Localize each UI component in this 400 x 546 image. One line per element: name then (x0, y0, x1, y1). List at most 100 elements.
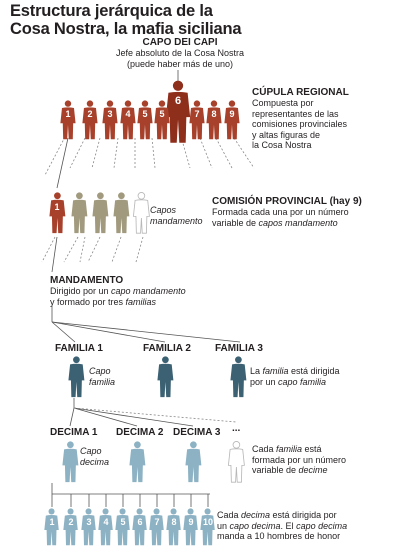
hombre-de-honor-figure (132, 508, 148, 546)
comision-block: COMISIÓN PROVINCIAL (hay 9) Formada cada… (212, 196, 397, 228)
connector-line (215, 137, 233, 169)
capo-mandamento-figure (49, 192, 65, 234)
hombre-de-honor-figure (183, 508, 199, 546)
title-line-1: Estructura jerárquica de la (10, 2, 213, 20)
comision-line-2: variable de capos mandamento (212, 217, 338, 228)
cupula-member-figure (120, 100, 136, 140)
connector-line (91, 137, 101, 169)
connector-line (69, 407, 75, 427)
figure-number: 4 (103, 516, 109, 527)
connector-line (44, 136, 66, 176)
connector-line (233, 137, 255, 169)
capo-familia-figure (157, 356, 173, 398)
capo-decima-figure (185, 441, 201, 483)
familia-2-label: FAMILIA 2 (143, 343, 191, 354)
capo-dei-capi-line-2: (puede haber más de uno) (126, 58, 234, 69)
capo-dei-capi-line-1: Jefe absoluto de la Cosa Nostra (115, 48, 245, 58)
capo-familia-figure (68, 356, 84, 398)
connector-line (87, 236, 101, 263)
connector-line (135, 236, 144, 263)
familia-3-label: FAMILIA 3 (215, 343, 263, 354)
capo-decima-label: Capo decima (80, 446, 110, 467)
decima-description: Cada familia está formada por un número … (252, 444, 347, 475)
capo-mandamento-figure (71, 192, 87, 234)
figure-number: 1 (65, 109, 71, 120)
familia-1-label: FAMILIA 1 (55, 343, 103, 354)
figure-number: 1 (54, 201, 60, 212)
mandamento-heading: MANDAMENTO (50, 275, 124, 286)
hombres-description: Cada decima está dirigida por un capo de… (217, 510, 348, 541)
connector-line (69, 137, 86, 169)
connector-line (56, 137, 69, 189)
hombre-de-honor-figure (149, 508, 165, 546)
figure-number: 8 (211, 109, 217, 120)
figure-number: 5 (120, 516, 126, 527)
cupula-member-figure (102, 100, 118, 140)
connector-line (41, 236, 56, 263)
mandamento-line-1: Dirigido por un capo mandamento (50, 286, 186, 296)
figure-number: 6 (137, 516, 143, 527)
figure-number: 6 (174, 94, 182, 107)
capo-mandamento-outline-figure (132, 192, 150, 234)
cupula-member-figure (224, 100, 240, 140)
figure-number: 4 (125, 109, 131, 120)
figure-number: 9 (188, 516, 194, 527)
cupula-line-4: y altas figuras de (252, 129, 321, 140)
hombre-de-honor-figure (200, 508, 216, 546)
figure-number: 5 (142, 109, 148, 120)
cupula-heading: CÚPULA REGIONAL (252, 87, 349, 98)
connector-line (113, 137, 119, 169)
connector-line (51, 321, 241, 343)
connector-line (79, 236, 86, 263)
capo-decima-figure (62, 441, 78, 483)
title-line-2: Cosa Nostra, la mafia siciliana (10, 20, 242, 38)
decima-2-label: DECIMA 2 (116, 427, 164, 438)
capo-decima-figure (129, 441, 145, 483)
figure-number: 5 (159, 109, 165, 120)
page-title: Estructura jerárquica de la Cosa Nostra,… (10, 2, 242, 38)
decima-3-label: DECIMA 3 (173, 427, 221, 438)
figure-number: 1 (49, 516, 55, 527)
hombre-de-honor-figure (63, 508, 79, 546)
hombre-de-honor-figure (98, 508, 114, 546)
figure-number: 3 (86, 516, 92, 527)
comision-line-1: Formada cada una por un número (212, 207, 349, 217)
figure-number: 2 (87, 109, 93, 120)
capo-dei-capi-figure (165, 80, 191, 143)
familia-description: La familia está dirigida por un capo fam… (250, 366, 340, 387)
capo-mandamento-figure (92, 192, 108, 234)
cupula-line-3: comisiones provinciales (252, 119, 348, 129)
figure-number: 7 (194, 109, 200, 120)
connector-line (151, 137, 156, 169)
cupula-member-figure (189, 100, 205, 140)
capo-decima-outline-figure (227, 441, 245, 483)
figure-number: 9 (229, 109, 235, 120)
decima-more-label: ... (232, 423, 241, 434)
mandamento-line-2: y formado por tres familias (50, 296, 157, 307)
capo-familia-label: Capo familia (89, 366, 116, 387)
decima-1-label: DECIMA 1 (50, 427, 98, 438)
connector-line (111, 236, 122, 263)
figure-number: 8 (171, 516, 177, 527)
connector-line (181, 139, 191, 169)
capo-mandamento-figure (113, 192, 129, 234)
cupula-member-figure (206, 100, 222, 140)
cupula-block: CÚPULA REGIONAL Compuesta por representa… (252, 87, 397, 151)
figure-number: 3 (107, 109, 113, 120)
connector-line (63, 236, 79, 263)
connector-line (199, 137, 213, 169)
cupula-line-2: representantes de las (252, 108, 339, 119)
cupula-member-figure (154, 100, 170, 140)
cupula-line-5: la Cosa Nostra (252, 140, 312, 150)
connector-line (73, 407, 138, 427)
cupula-member-figure (82, 100, 98, 140)
figure-number: 7 (154, 516, 160, 527)
capo-dei-capi-block: CAPO DEI CAPI Jefe absoluto de la Cosa N… (110, 37, 250, 69)
hombre-de-honor-figure (115, 508, 131, 546)
capos-mandamento-label: Capos mandamento (150, 205, 203, 226)
cupula-member-figure (60, 100, 76, 140)
cupula-line-1: Compuesta por (252, 98, 314, 108)
cupula-member-figure (137, 100, 153, 140)
capo-dei-capi-heading: CAPO DEI CAPI (142, 37, 218, 48)
